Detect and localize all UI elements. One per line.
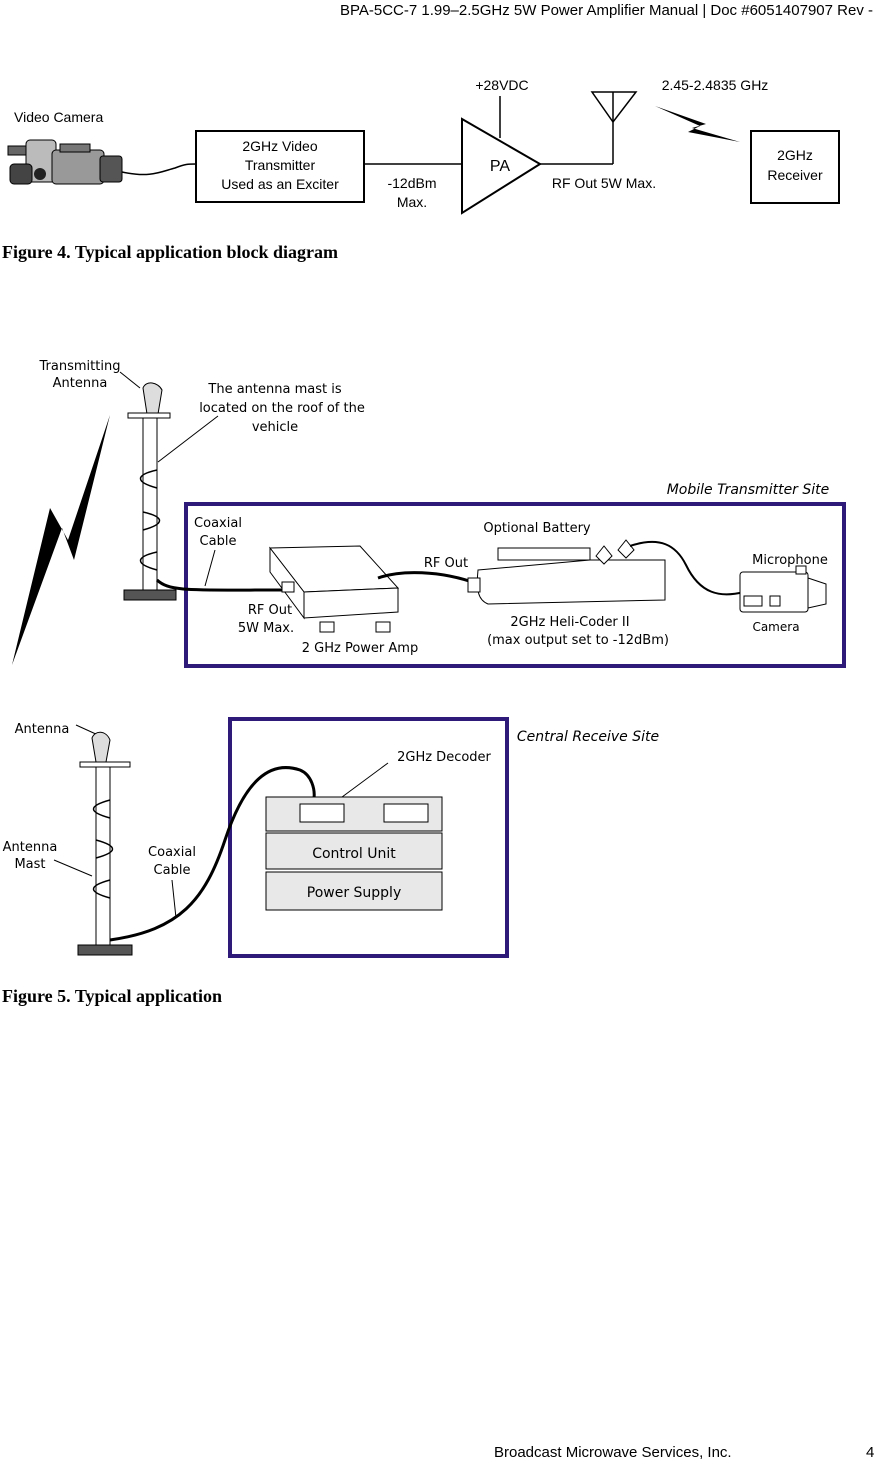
transmitter-label-line3: Used as an Exciter [221, 176, 339, 192]
central-site-label: Central Receive Site [517, 729, 659, 745]
antenna-mast-label: Antenna [3, 840, 58, 855]
helicoder-label: 2GHz Heli-Coder II [510, 615, 629, 630]
receiver-label-line1: 2GHz [777, 147, 813, 163]
optional-battery-label: Optional Battery [483, 521, 591, 536]
receiver-box [750, 130, 840, 204]
control-unit-box [265, 832, 443, 870]
mobile-site-label: Mobile Transmitter Site [667, 482, 830, 498]
helicoder-output-label: (max output set to -12dBm) [487, 633, 669, 648]
page-number: 4 [866, 1444, 875, 1461]
mobile-site-frame [184, 502, 846, 668]
mast-note-line2: located on the roof of the [199, 401, 365, 416]
rx-coaxial-cable-label-line2: Cable [154, 863, 191, 878]
antenna-label: Antenna [15, 722, 70, 737]
pa-rf-out-max-label: 5W Max. [238, 621, 294, 636]
control-unit-label: Control Unit [312, 846, 396, 862]
rf-link-bolt [655, 106, 740, 142]
power-amp-label: 2 GHz Power Amp [302, 641, 418, 656]
mast-note-line3: vehicle [252, 420, 298, 435]
microphone-label: Microphone [752, 553, 828, 568]
mast-note-line1: The antenna mast is [207, 382, 341, 397]
pa-rf-out-label: RF Out [248, 603, 292, 618]
figure-5-application-diagram: Transmitting Antenna The antenna mast is… [3, 359, 846, 958]
camera-icon [739, 565, 827, 613]
transmitting-antenna-label: Transmitting [39, 359, 121, 374]
transmitting-antenna-mast [123, 382, 177, 601]
transmitter-label-line1: 2GHz Video [242, 138, 317, 154]
receive-antenna-mast [77, 731, 133, 956]
rf-out-label: RF Out 5W Max. [552, 175, 656, 191]
power-amp-unit [268, 545, 400, 633]
decoder-rack [265, 796, 443, 911]
rf-out-label: RF Out [424, 556, 468, 571]
figure-4-caption: Figure 4. Typical application block diag… [2, 242, 339, 262]
video-camera-label: Video Camera [14, 109, 103, 125]
rx-coaxial-cable-label: Coaxial [148, 845, 196, 860]
antenna-icon [590, 91, 638, 124]
transmitter-label-line2: Transmitter [245, 157, 316, 173]
antenna-mast-label-line2: Mast [14, 857, 45, 872]
supply-voltage-label: +28VDC [475, 77, 528, 93]
frequency-label: 2.45-2.4835 GHz [662, 77, 769, 93]
pa-label: PA [490, 158, 510, 175]
power-supply-box [265, 871, 443, 911]
video-transmitter-box [195, 130, 365, 203]
central-site-frame [228, 717, 509, 958]
footer-company: Broadcast Microwave Services, Inc. [494, 1444, 732, 1461]
coaxial-cable-label: Coaxial [194, 516, 242, 531]
helicoder-unit [467, 539, 666, 605]
camera-label: Camera [752, 620, 799, 634]
power-supply-label: Power Supply [307, 885, 402, 901]
drive-level-label: -12dBm [387, 175, 436, 191]
pa-triangle [461, 117, 542, 215]
coaxial-cable-label-line2: Cable [200, 534, 237, 549]
receiver-label-line2: Receiver [767, 167, 823, 183]
decoder-label: 2GHz Decoder [397, 750, 491, 765]
transmitting-antenna-label-line2: Antenna [53, 376, 108, 391]
video-camera-icon [7, 139, 123, 185]
drive-level-max-label: Max. [397, 194, 427, 210]
figure-4-block-diagram: Video Camera 2GHz Video Transmitter Used… [7, 77, 840, 215]
rf-link-bolt [12, 415, 110, 665]
figure-5-caption: Figure 5. Typical application [2, 986, 223, 1006]
document-header: BPA-5CC-7 1.99–2.5GHz 5W Power Amplifier… [339, 2, 873, 19]
